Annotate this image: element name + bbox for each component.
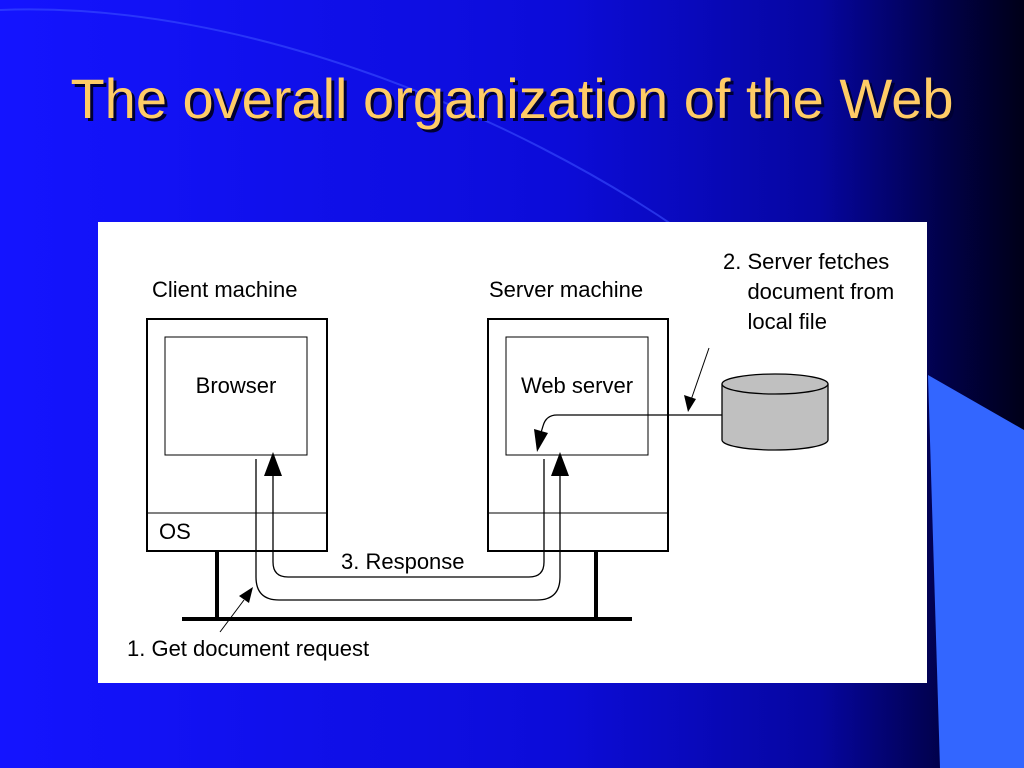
request-arrowhead — [551, 452, 569, 476]
browser-label: Browser — [195, 373, 277, 398]
os-label: OS — [159, 519, 191, 544]
web-server-label: Web server — [520, 373, 634, 398]
get-document-request-label: 1. Get document request — [127, 636, 370, 661]
server-fetches-label: 2. Server fetches document from local fi… — [723, 249, 895, 334]
diagram-drawing — [146, 318, 829, 633]
step1-pointer — [219, 599, 245, 633]
server-machine-label: Server machine — [489, 277, 644, 302]
response-label: 3. Response — [341, 549, 465, 574]
web-server-box — [505, 336, 649, 456]
client-machine-label: Client machine — [152, 277, 298, 302]
disk-body — [721, 384, 829, 451]
fetch-path — [539, 414, 722, 437]
step2-pointer — [690, 347, 710, 401]
disk-top — [721, 373, 829, 395]
response-arrowhead — [264, 452, 282, 476]
browser-box — [164, 336, 308, 456]
slide-title: The overall organization of the Web — [70, 67, 954, 130]
fetch-arrowhead — [534, 429, 548, 452]
request-path — [255, 459, 561, 601]
web-organization-diagram: Client machine Server machine Browser We… — [98, 222, 927, 683]
response-path — [272, 459, 545, 578]
step1-pointer-arrowhead — [239, 587, 253, 603]
step2-pointer-arrowhead — [684, 395, 696, 412]
